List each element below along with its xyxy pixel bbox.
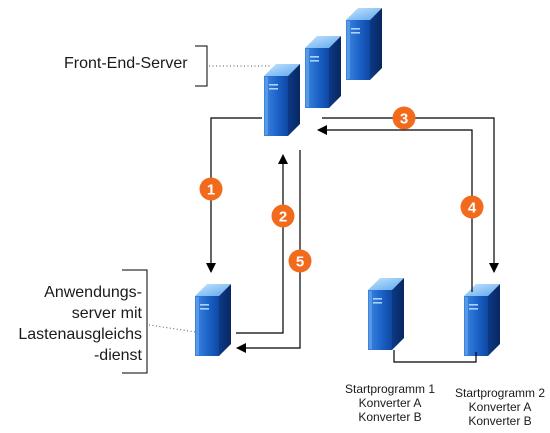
step-badge-2: 2 <box>271 204 295 228</box>
node1-label-line: Konverter B <box>358 410 422 424</box>
step-number-3: 3 <box>400 111 408 128</box>
front-end-server-middle <box>305 36 341 108</box>
app-server-bracket <box>122 269 148 374</box>
front-end-server-back <box>346 8 382 80</box>
flow-arrow-1 <box>206 117 262 273</box>
flow-arrow-5 <box>236 150 301 353</box>
front-end-label: Front-End-Server <box>64 55 188 72</box>
app-server-label-line: Anwendungs- <box>44 284 142 301</box>
step-badge-4: 4 <box>460 195 484 219</box>
app-server-label-line: -dienst <box>93 347 142 364</box>
app-server-label-line: server mit <box>71 305 142 322</box>
step-number-4: 4 <box>468 200 477 217</box>
app-server-leader <box>148 324 197 333</box>
node-server-1 <box>368 278 404 350</box>
node-server-2 <box>464 284 500 356</box>
flow-arrow-4 <box>317 125 473 292</box>
node1-label-line: Startprogramm 1 <box>344 382 436 396</box>
node-connector <box>393 350 477 363</box>
flow-arrow-2 <box>236 154 288 334</box>
step-number-2: 2 <box>279 209 287 226</box>
step-badge-3: 3 <box>392 106 416 130</box>
front-end-server-main <box>264 64 300 136</box>
node2-label-line: Konverter B <box>468 414 532 428</box>
app-server <box>195 284 231 356</box>
step-badge-1: 1 <box>199 177 223 201</box>
app-server-label: Anwendungs- server mit Lastenausgleichs … <box>10 282 142 366</box>
node1-label: Startprogramm 1 Konverter A Konverter B <box>325 382 455 424</box>
flow-arrow-3 <box>322 117 499 273</box>
front-end-bracket <box>195 45 208 87</box>
step-badge-5: 5 <box>288 249 312 273</box>
node1-label-line: Konverter A <box>358 396 422 410</box>
step-number-1: 1 <box>207 182 215 199</box>
step-number-5: 5 <box>296 254 304 271</box>
app-server-label-line: Lastenausgleichs <box>18 326 142 343</box>
node2-label-line: Startprogramm 2 <box>454 386 546 400</box>
node2-label: Startprogramm 2 Konverter A Konverter B <box>435 386 550 428</box>
node2-label-line: Konverter A <box>468 400 532 414</box>
